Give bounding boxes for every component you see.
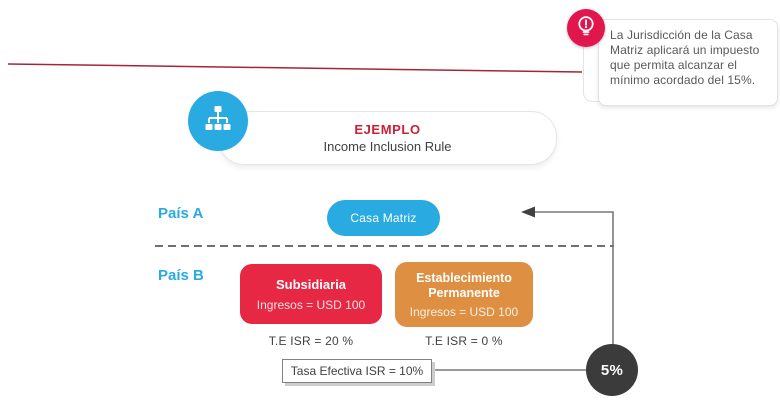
casa-matriz-label: Casa Matriz bbox=[350, 211, 417, 225]
casa-matriz-node: Casa Matriz bbox=[327, 200, 440, 236]
effective-rate-box: Tasa Efectiva ISR = 10% bbox=[282, 359, 432, 383]
org-chart-badge bbox=[188, 91, 248, 151]
topup-arrow-line bbox=[525, 211, 614, 345]
establecimiento-node: Establecimiento Permanente Ingresos = US… bbox=[395, 262, 533, 327]
subsidiaria-income: Ingresos = USD 100 bbox=[256, 297, 366, 312]
callout-text: La Jurisdicción de la Casa Matriz aplica… bbox=[610, 28, 760, 87]
org-chart-icon bbox=[202, 104, 234, 139]
callout-badge bbox=[567, 9, 605, 47]
top-rule-line bbox=[7, 63, 583, 73]
callout-note: La Jurisdicción de la Casa Matriz aplica… bbox=[598, 19, 778, 106]
subsidiaria-node: Subsidiaria Ingresos = USD 100 bbox=[240, 264, 382, 324]
establecimiento-tax-note: T.E ISR = 0 % bbox=[425, 334, 503, 348]
country-a-label: País A bbox=[158, 205, 204, 222]
topup-arrowhead bbox=[521, 206, 535, 218]
example-header: EJEMPLO Income Inclusion Rule bbox=[218, 111, 557, 165]
subsidiaria-title: Subsidiaria bbox=[275, 276, 347, 292]
country-b-label: País B bbox=[158, 267, 204, 284]
subsidiaria-tax-note: T.E ISR = 20 % bbox=[268, 334, 354, 348]
topup-rate-value: 5% bbox=[600, 361, 624, 379]
effective-rate-label: Tasa Efectiva ISR = 10% bbox=[290, 364, 424, 378]
establecimiento-title: Establecimiento Permanente bbox=[416, 270, 512, 300]
topup-rate-badge: 5% bbox=[586, 344, 638, 396]
lightbulb-icon bbox=[573, 13, 599, 44]
example-title: EJEMPLO bbox=[354, 122, 421, 137]
example-subtitle: Income Inclusion Rule bbox=[323, 139, 452, 154]
establecimiento-income: Ingresos = USD 100 bbox=[409, 304, 519, 319]
